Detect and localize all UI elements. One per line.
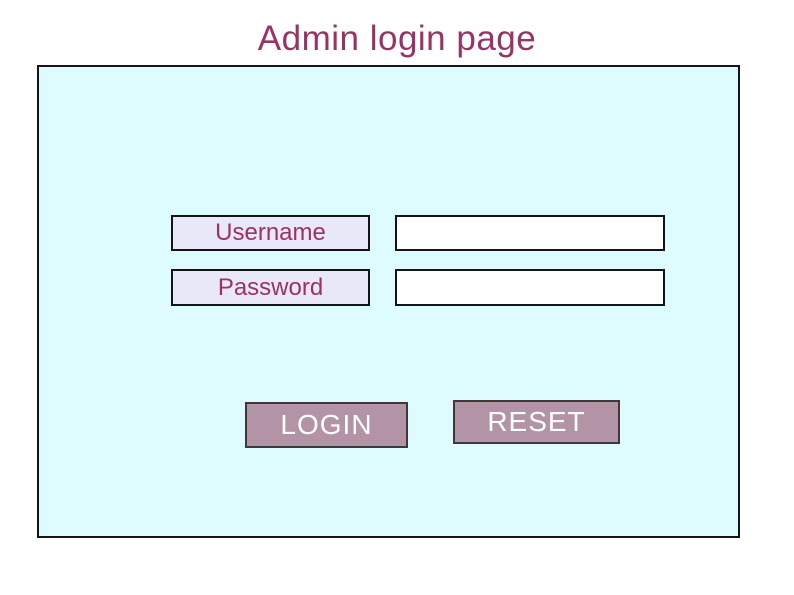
- reset-button[interactable]: RESET: [453, 400, 620, 444]
- password-label: Password: [171, 269, 370, 306]
- username-input[interactable]: [395, 215, 665, 251]
- login-button[interactable]: LOGIN: [245, 402, 408, 448]
- page-title: Admin login page: [257, 19, 537, 58]
- username-label: Username: [171, 215, 370, 251]
- login-panel: Username Password LOGIN RESET: [37, 65, 740, 538]
- password-input[interactable]: [395, 269, 665, 306]
